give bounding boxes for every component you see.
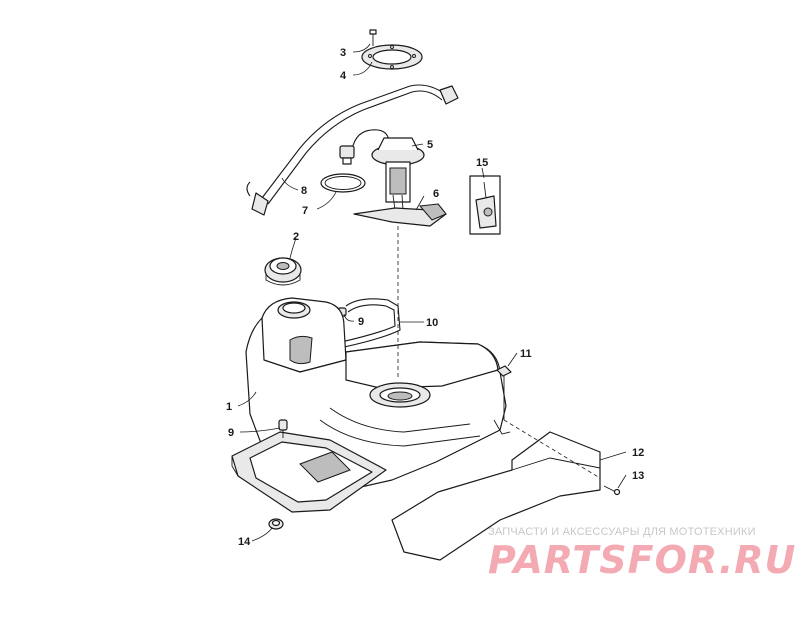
part-12-heat-shield bbox=[391, 419, 601, 561]
callout-10: 10 bbox=[426, 317, 438, 329]
part-7-o-ring bbox=[320, 173, 366, 193]
part-3-screw bbox=[369, 29, 377, 46]
part-4-retaining-ring bbox=[361, 44, 423, 70]
part-5-fuel-pump bbox=[339, 129, 425, 211]
callout-1: 1 bbox=[226, 401, 232, 413]
callout-9-upper: 9 bbox=[358, 316, 364, 328]
callout-2: 2 bbox=[293, 231, 299, 243]
callout-8: 8 bbox=[301, 185, 307, 197]
callout-15: 15 bbox=[476, 157, 488, 169]
part-6-fuel-level-sender bbox=[353, 203, 447, 227]
callout-14: 14 bbox=[238, 536, 251, 548]
callout-11: 11 bbox=[520, 348, 532, 360]
part-9-fitting-lower bbox=[278, 419, 288, 438]
part-2-fuel-cap bbox=[264, 257, 302, 286]
callout-5: 5 bbox=[427, 139, 433, 151]
callout-3: 3 bbox=[340, 47, 346, 59]
leader-lines bbox=[237, 43, 627, 542]
callout-6: 6 bbox=[433, 188, 439, 200]
watermark-logo: PARTSFOR.RU bbox=[488, 538, 797, 582]
part-13-screw bbox=[603, 485, 621, 496]
part-1-fuel-tank bbox=[231, 297, 511, 513]
part-8-fuel-line bbox=[246, 84, 459, 216]
callout-12: 12 bbox=[632, 447, 644, 459]
part-14-grommet bbox=[268, 518, 284, 530]
part-15-sensor bbox=[469, 175, 501, 235]
callout-4: 4 bbox=[340, 70, 347, 82]
callout-numbers: 3 4 5 6 7 8 2 9 9 10 11 12 13 14 15 1 bbox=[226, 47, 644, 548]
part-11-fastener bbox=[496, 365, 512, 420]
callout-13: 13 bbox=[632, 470, 644, 482]
watermark-tagline: ЗАПЧАСТИ И АКСЕССУАРЫ ДЛЯ МОТОТЕХНИКИ bbox=[488, 526, 756, 538]
callout-7: 7 bbox=[302, 205, 308, 217]
callout-9-lower: 9 bbox=[228, 427, 234, 439]
